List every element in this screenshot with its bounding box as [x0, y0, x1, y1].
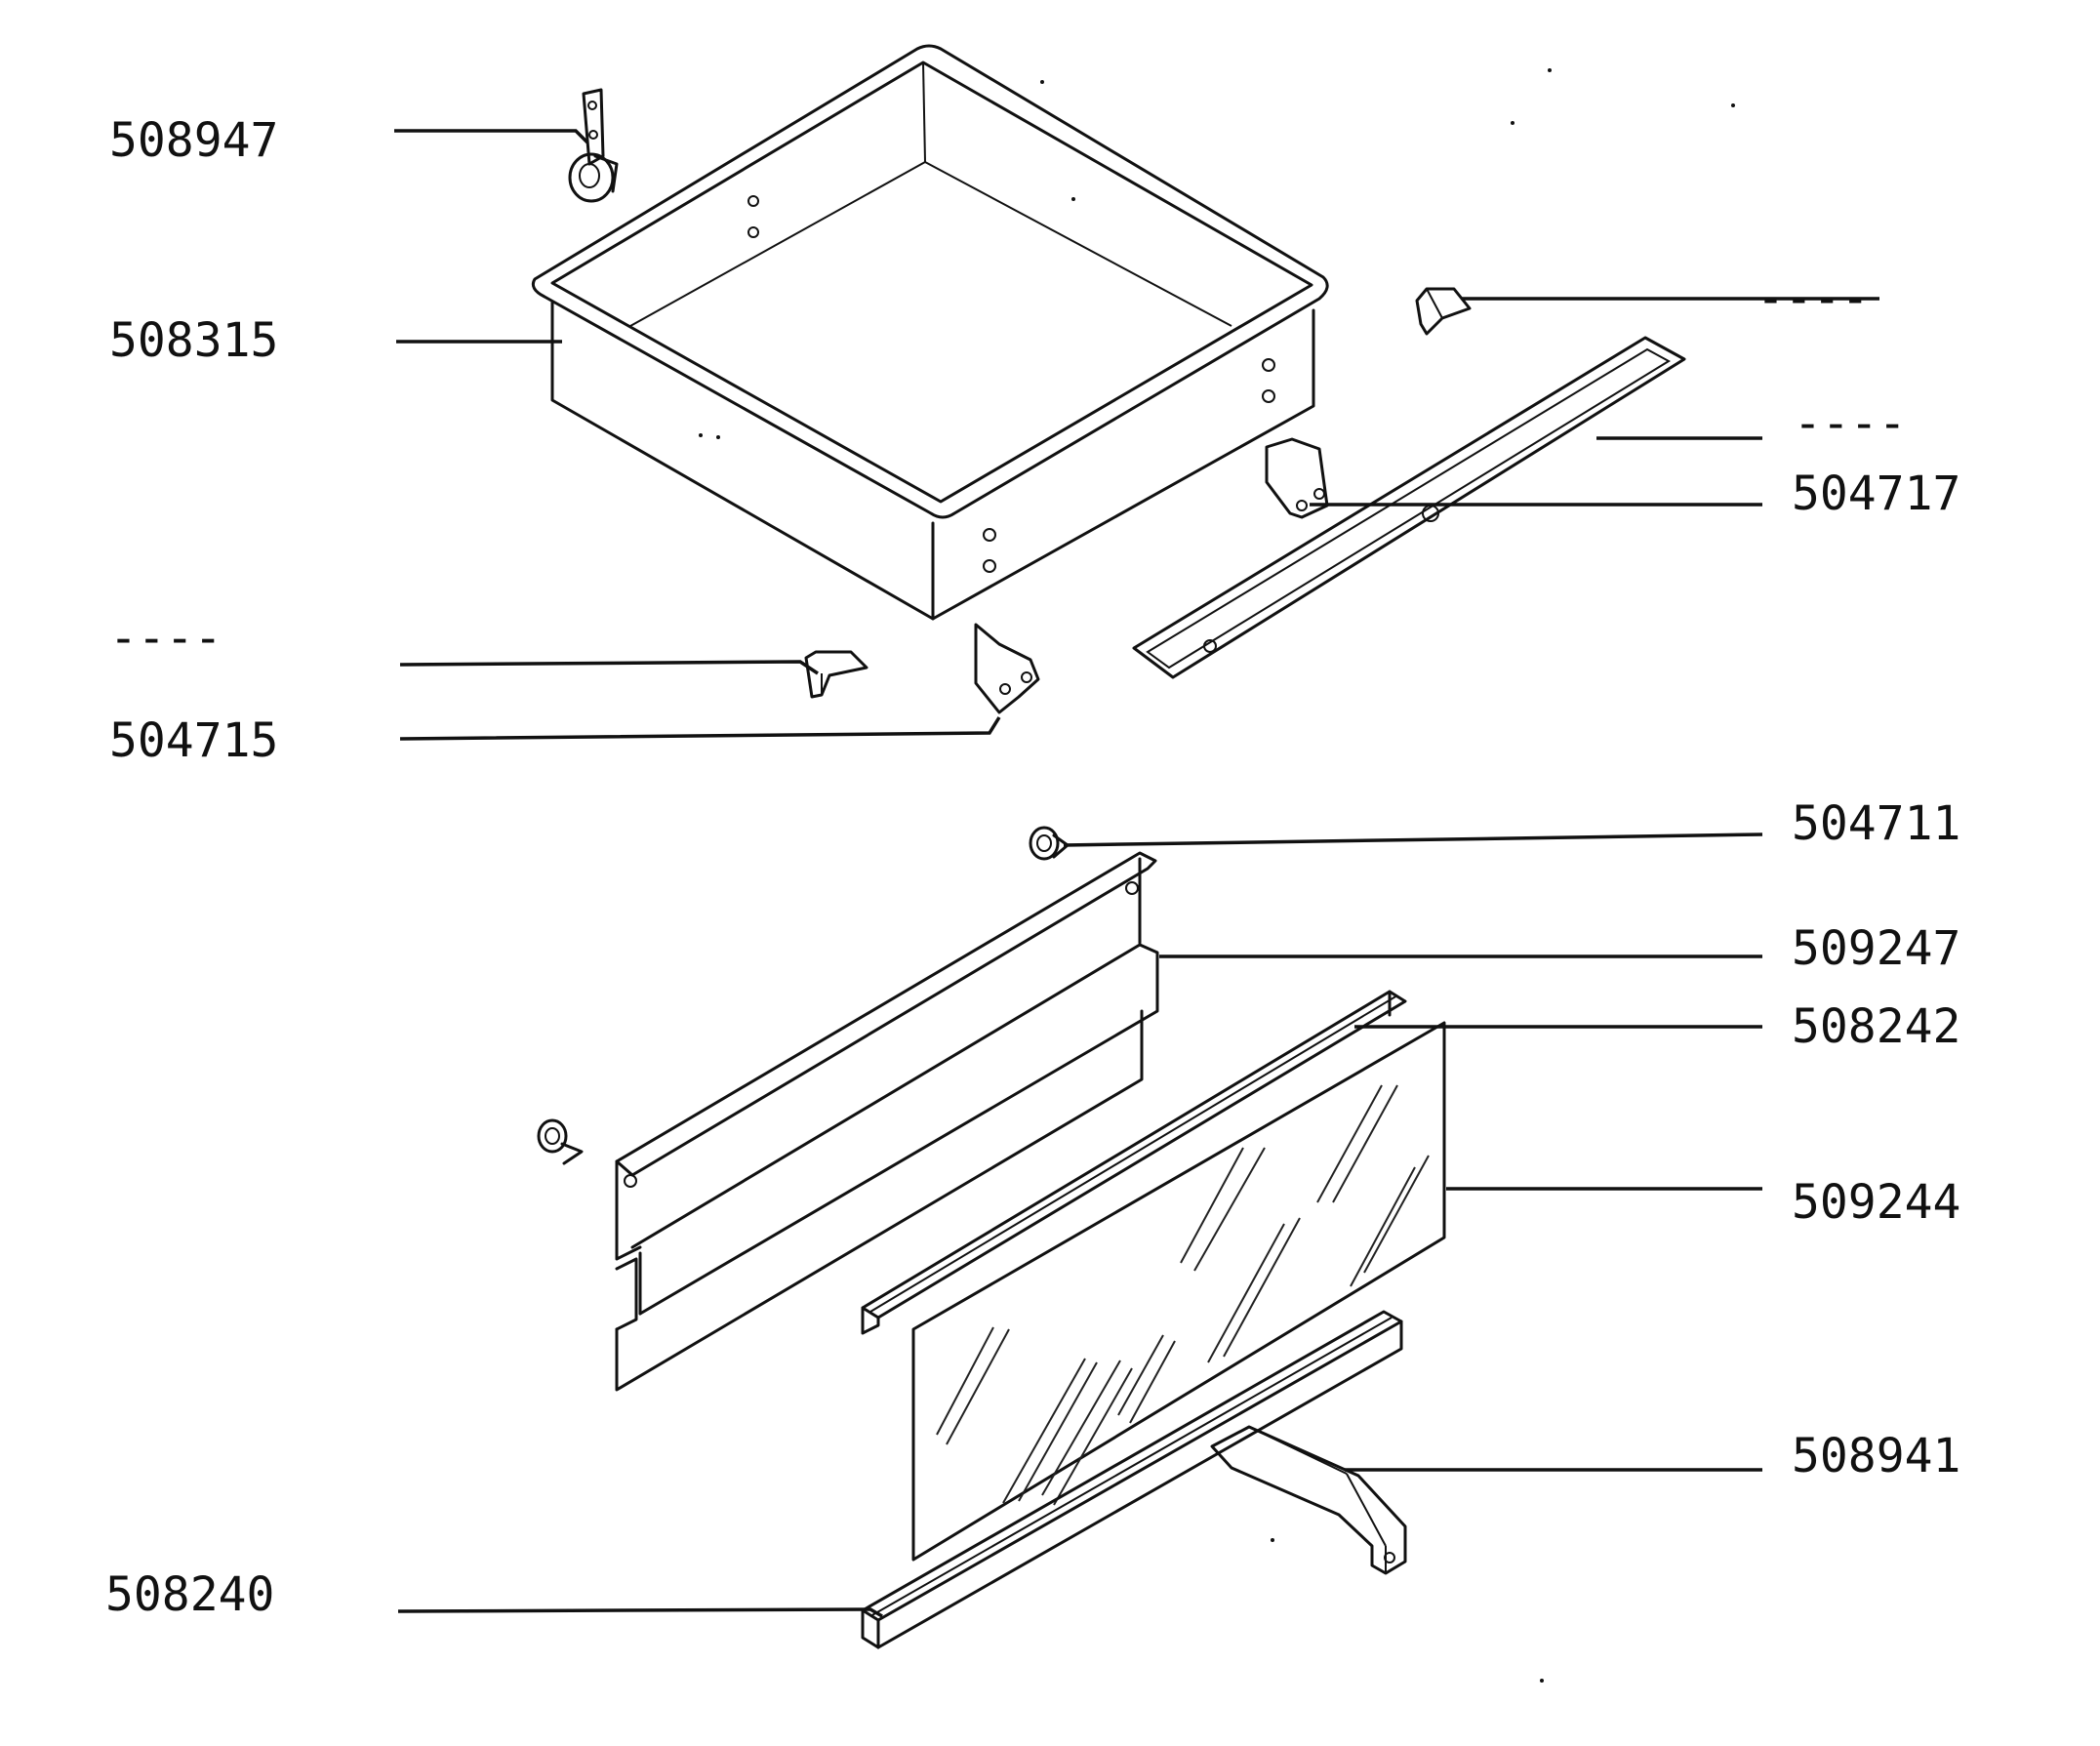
glass-panel-509244 — [911, 1021, 1446, 1562]
clip-top-right — [1415, 287, 1472, 336]
leader-504715 — [399, 716, 1001, 741]
support-leg-508941 — [1210, 1425, 1407, 1575]
glass-reflection — [936, 1084, 1430, 1506]
label-unlabeled-left: ---- — [109, 611, 222, 666]
leader-lines — [394, 129, 1879, 1618]
leader-504711 — [1063, 832, 1763, 847]
label-504717: 504717 — [1792, 467, 1960, 521]
label-509247: 509247 — [1792, 921, 1960, 976]
drawer-tray-508315 — [531, 44, 1329, 621]
leader-unlabeled-left — [399, 660, 819, 675]
caster-wheel-508947 — [568, 88, 619, 203]
bracket-504715 — [974, 623, 1040, 714]
label-504711: 504711 — [1792, 796, 1960, 851]
front-panel-509247 — [615, 851, 1159, 1392]
scan-specks — [699, 68, 1735, 1683]
leader-508240 — [397, 1607, 883, 1618]
bracket-504717 — [1265, 437, 1329, 519]
glass-top-strip-508242 — [861, 990, 1407, 1335]
label-509244: 509244 — [1792, 1175, 1960, 1230]
clip-left — [804, 650, 868, 699]
push-button-504711 — [1029, 826, 1070, 861]
label-unlabeled-right: ---- — [1794, 396, 1907, 451]
label-508315: 508315 — [109, 313, 278, 368]
label-508947: 508947 — [109, 113, 278, 168]
label-508242: 508242 — [1792, 999, 1960, 1054]
label-508941: 508941 — [1792, 1429, 1960, 1483]
glass-bottom-strip-508240 — [861, 1310, 1403, 1649]
push-button-left — [537, 1118, 584, 1165]
leader-508947 — [394, 129, 589, 144]
label-504715: 504715 — [109, 713, 278, 768]
label-508240: 508240 — [105, 1567, 274, 1622]
runner-rail — [1132, 336, 1686, 679]
